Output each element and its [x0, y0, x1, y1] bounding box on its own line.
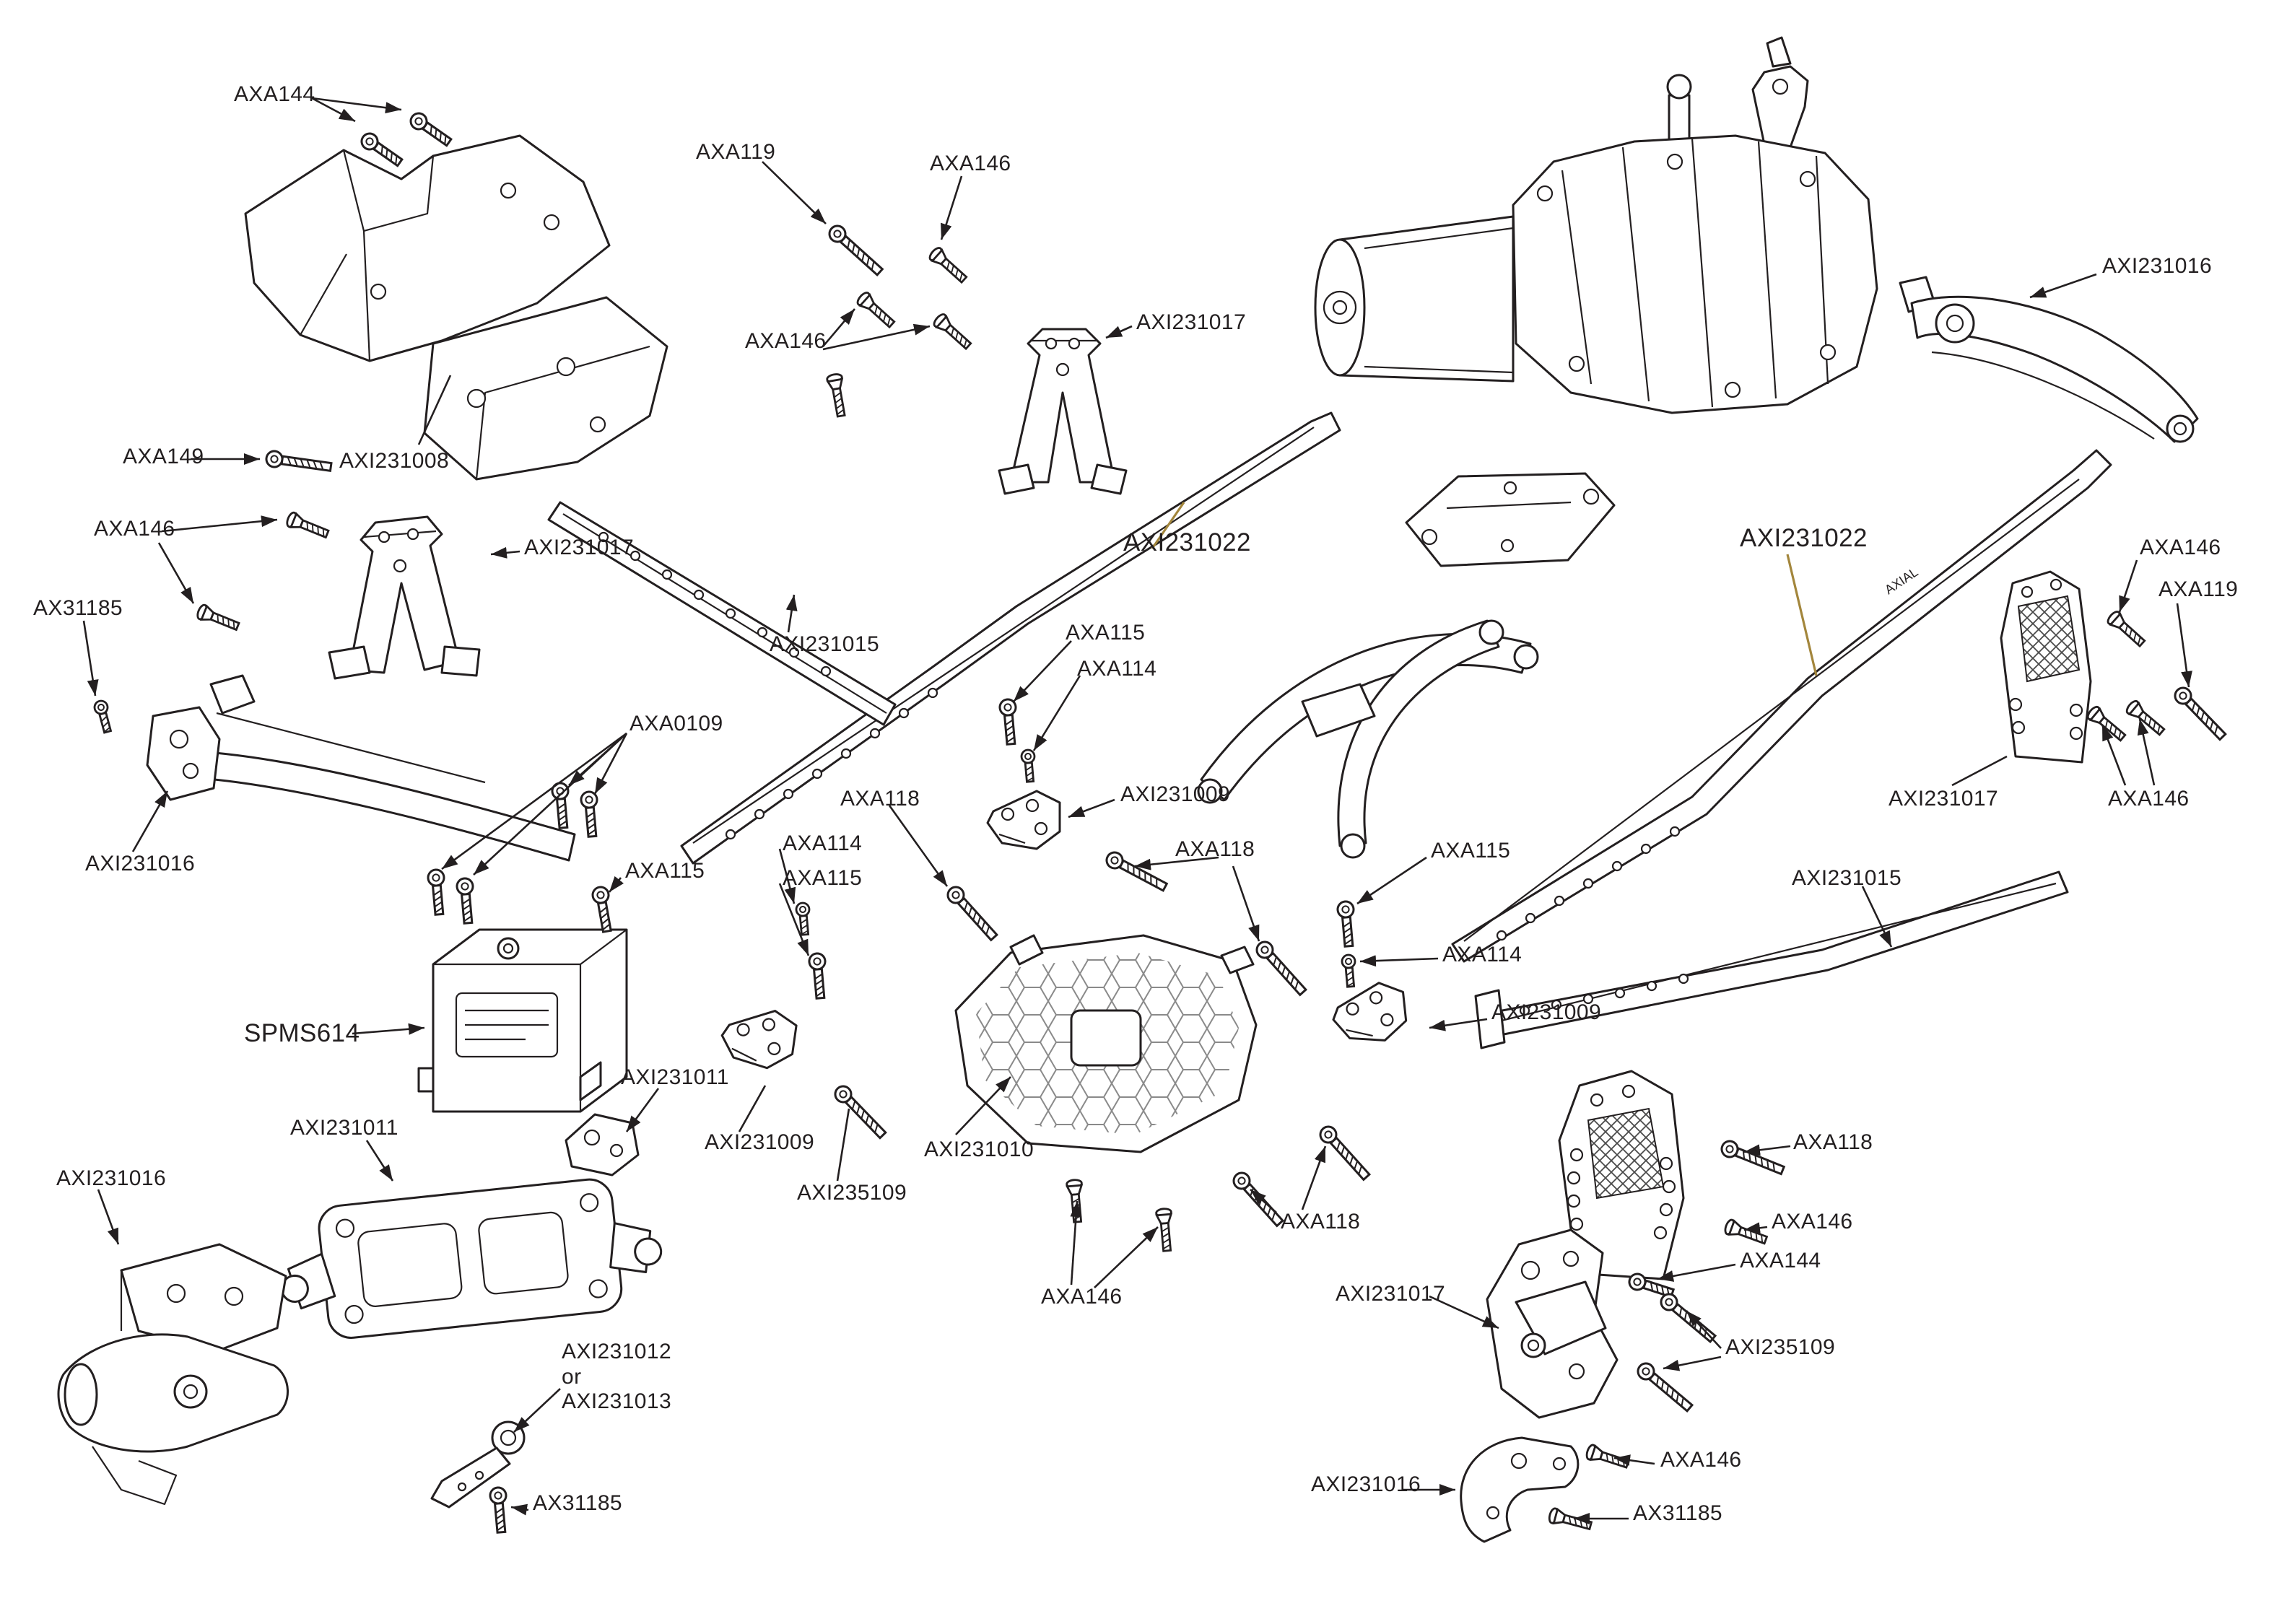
part-shock-tower-axi231017-left: [328, 515, 481, 680]
part-front-rail-and-mount-axi231016-left: [146, 674, 576, 862]
part-servo-mount-axi231011: [565, 1113, 640, 1176]
part-chassis-link-axi231016-topright: [1899, 276, 2199, 443]
part-bracket-axi231009-center: [986, 790, 1061, 850]
part-upper-crossmember: [1405, 472, 1616, 567]
part-bracket-axi231009-left: [717, 1003, 799, 1073]
leader-lines: [82, 97, 2192, 1524]
part-shock-tower-axi231017-front: [998, 328, 1128, 495]
part-front-assembly-axi231016-bottomleft: [57, 1243, 289, 1506]
part-transmission-assembly: [1314, 36, 1878, 414]
part-chassis-rail-axi231022-left: [680, 411, 1341, 865]
part-link-mount-axi231017-bottom: [1486, 1228, 1619, 1419]
part-servo-horn-axi231012: [430, 1420, 526, 1509]
part-rear-body-mount-axi231008: [244, 134, 668, 481]
part-frame-rail-axi231015-left: [547, 501, 897, 726]
part-shock-tower-axi231017-right-lower: [1558, 1070, 1685, 1280]
part-shock-tower-axi231017-right-upper: [2000, 570, 2092, 764]
part-chassis-crossbrace: [1197, 619, 1539, 859]
part-skid-plate-axi231010: [954, 934, 1258, 1153]
part-frame-rail-axi231015-right: [1474, 870, 2069, 1049]
part-body-mount-axi231016-bottomright: [1460, 1436, 1580, 1543]
part-steering-assembly-axi231011: [280, 1178, 663, 1339]
part-bracket-axi231009-right: [1328, 979, 1409, 1047]
rail-brand-marking: AXIAL: [1882, 564, 1920, 597]
part-servo-spms614: [417, 928, 628, 1113]
